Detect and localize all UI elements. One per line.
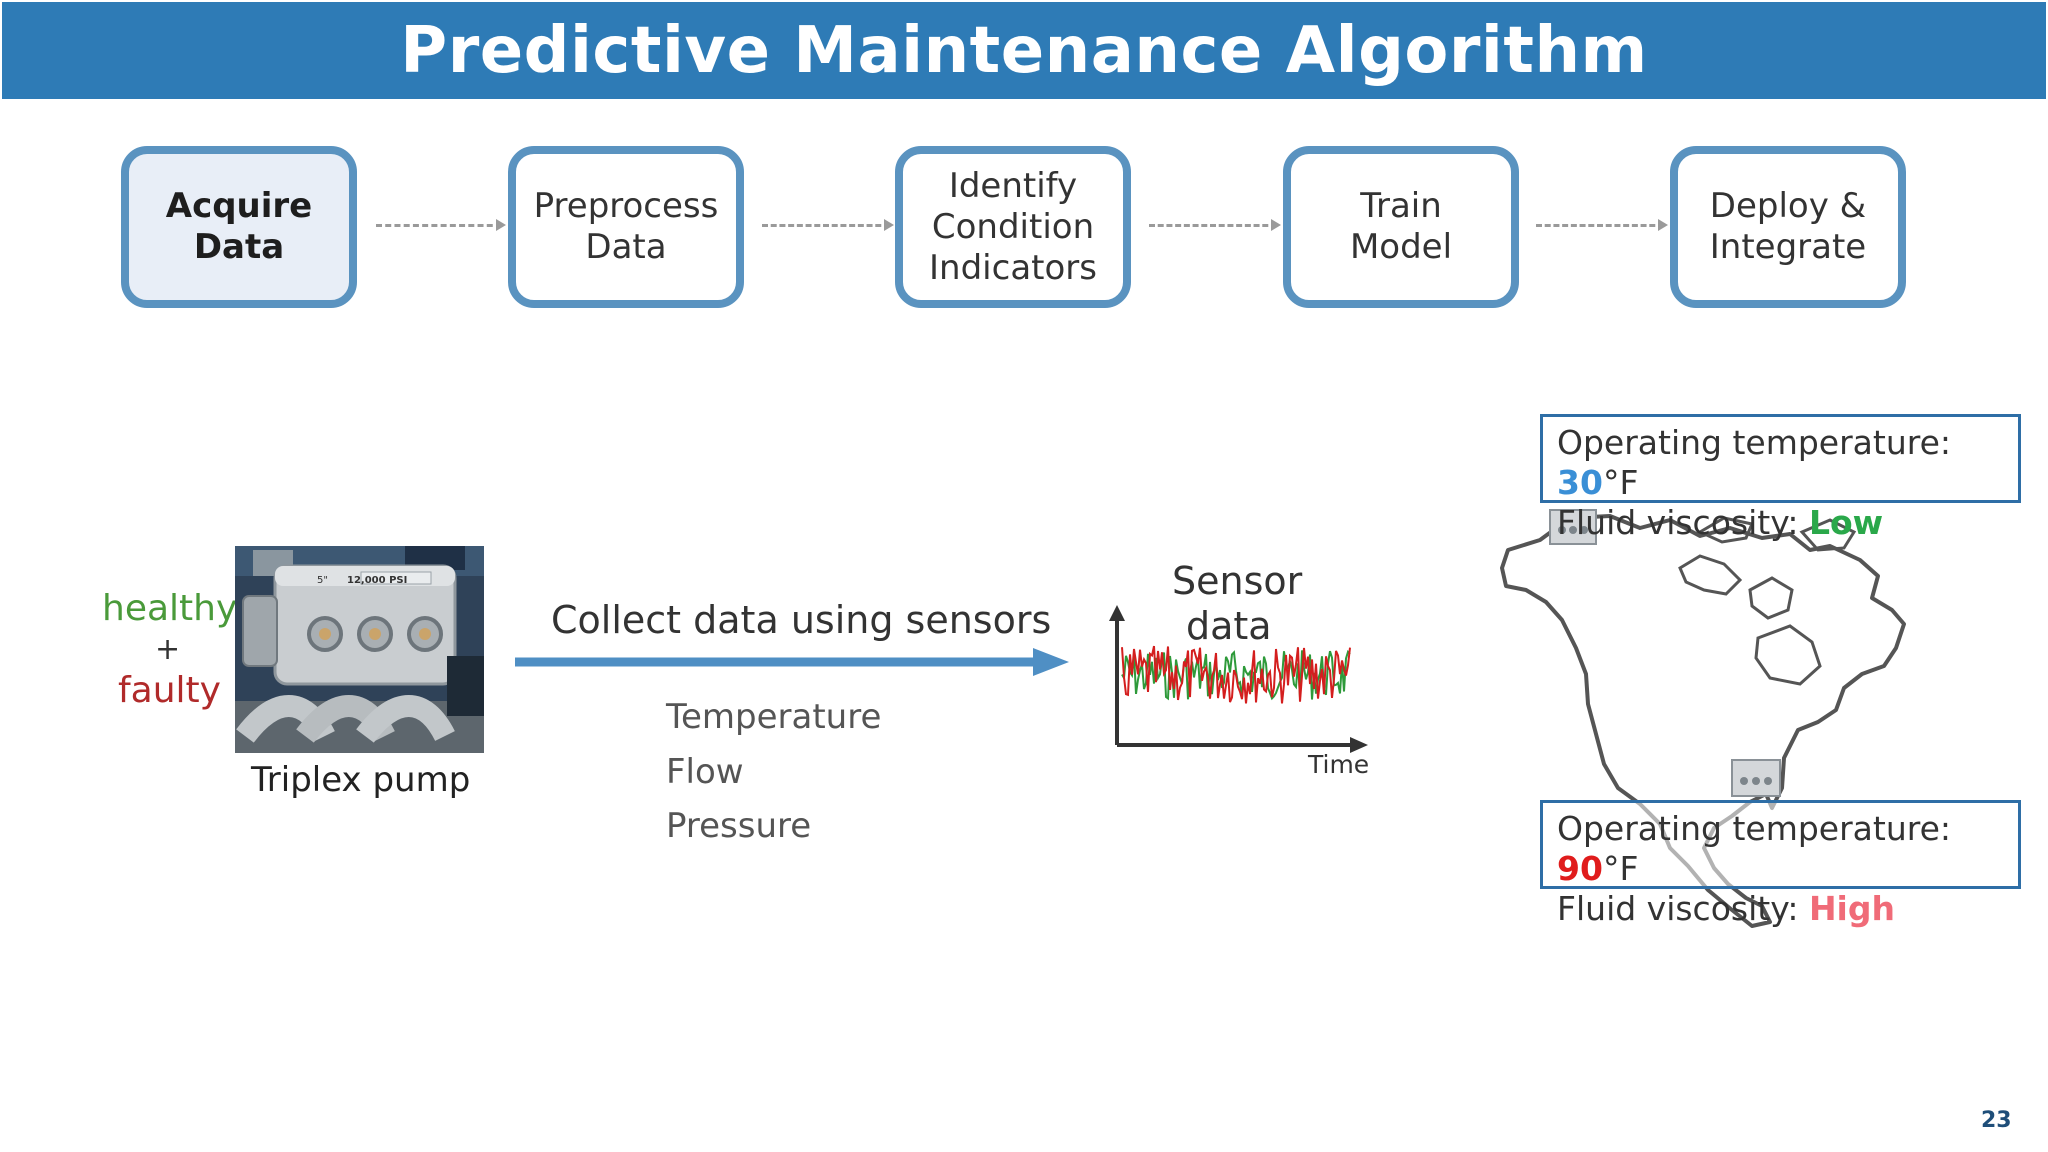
collect-arrow — [515, 648, 1069, 676]
title-banner: Predictive Maintenance Algorithm — [2, 2, 2046, 99]
step-label: Train Model — [1349, 186, 1453, 267]
viscosity-value: Low — [1808, 503, 1884, 542]
sensor-plot-title-line2: data — [1186, 604, 1272, 648]
viscosity-label: Fluid viscosity: — [1557, 889, 1809, 928]
flow-arrow — [1536, 219, 1668, 231]
sensor-pressure: Pressure — [666, 806, 812, 846]
healthy-signal — [1121, 649, 1351, 701]
fluid-viscosity-row: Fluid viscosity: High — [1557, 889, 2018, 929]
pump-caption: Triplex pump — [251, 760, 471, 800]
sensor-flow: Flow — [666, 752, 744, 792]
step-deploy-integrate[interactable]: Deploy & Integrate — [1670, 146, 1906, 308]
temp-unit: °F — [1602, 463, 1639, 502]
y-axis-arrowhead — [1109, 605, 1125, 621]
flow-arrow — [762, 219, 894, 231]
sensor-temperature: Temperature — [666, 697, 882, 737]
page-number: 23 — [1981, 1108, 2012, 1133]
triplex-pump-image: 5" 12,000 PSI — [235, 546, 484, 753]
temp-label: Operating temperature: — [1557, 809, 1952, 848]
page-title: Predictive Maintenance Algorithm — [400, 13, 1648, 88]
step-label: Deploy & Integrate — [1709, 186, 1867, 267]
step-preprocess-data[interactable]: Preprocess Data — [508, 146, 744, 308]
operating-temperature-row: Operating temperature: 90°F — [1557, 809, 2018, 889]
temp-value: 90 — [1557, 849, 1603, 888]
condition-box-hot: Operating temperature: 90°F Fluid viscos… — [1540, 800, 2021, 928]
sensor-plot-title-line1: Sensor — [1172, 559, 1303, 603]
pump-plate-size: 5" — [317, 575, 328, 586]
fluid-viscosity-row: Fluid viscosity: Low — [1557, 503, 2018, 543]
viscosity-value: High — [1808, 889, 1895, 928]
faulty-signal — [1121, 645, 1351, 704]
pump-plate-psi: 12,000 PSI — [347, 575, 408, 586]
temp-label: Operating temperature: — [1557, 423, 1952, 462]
step-train-model[interactable]: Train Model — [1283, 146, 1519, 308]
step-label: Preprocess Data — [533, 186, 719, 267]
flow-arrow — [376, 219, 506, 231]
x-axis-arrowhead — [1350, 737, 1368, 753]
plus-label: + — [155, 632, 181, 667]
healthy-label: healthy — [102, 588, 238, 629]
step-label: Identify Condition Indicators — [929, 165, 1097, 288]
step-acquire-data[interactable]: Acquire Data — [121, 146, 357, 308]
faulty-label: faulty — [118, 670, 221, 711]
temp-unit: °F — [1602, 849, 1639, 888]
condition-box-cold: Operating temperature: 30°F Fluid viscos… — [1540, 414, 2021, 542]
flow-arrow — [1149, 219, 1281, 231]
collect-label: Collect data using sensors — [551, 598, 1052, 642]
temp-value: 30 — [1557, 463, 1603, 502]
sensor-data-plot — [1109, 605, 1368, 753]
step-identify-condition-indicators[interactable]: Identify Condition Indicators — [895, 146, 1131, 308]
operating-temperature-row: Operating temperature: 30°F — [1557, 423, 2018, 503]
north-america-map — [1500, 509, 1906, 928]
step-label: Acquire Data — [165, 186, 313, 267]
viscosity-label: Fluid viscosity: — [1557, 503, 1809, 542]
sensor-plot-xlabel: Time — [1308, 750, 1370, 779]
